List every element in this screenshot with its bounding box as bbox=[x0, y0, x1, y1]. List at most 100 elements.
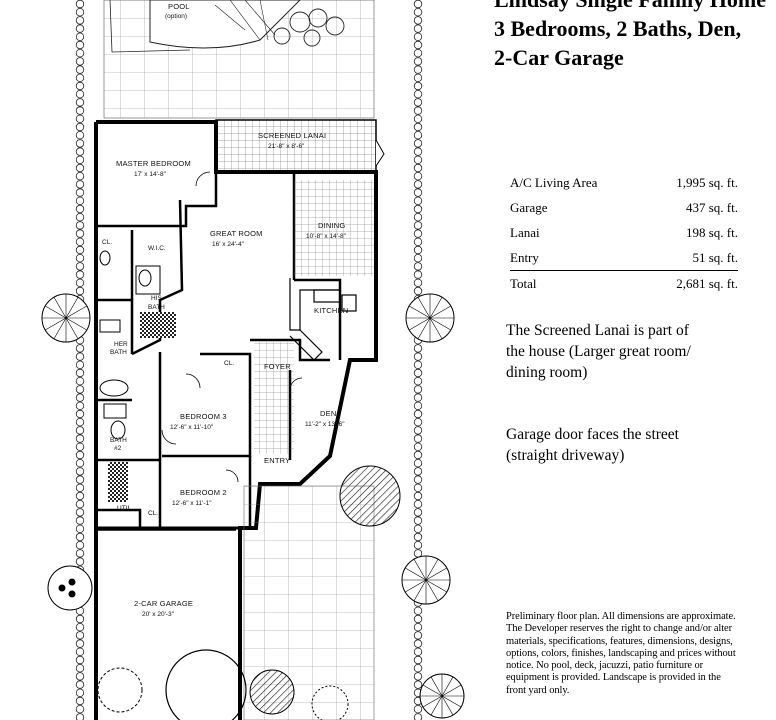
room-lanai-name: SCREENED LANAI bbox=[258, 131, 326, 140]
room-master-dims: 17' x 14'-8" bbox=[134, 171, 167, 178]
room-bed2-dims: 12'-6" x 11'-1" bbox=[172, 500, 212, 507]
hedge-shrub bbox=[413, 614, 423, 624]
garage-note: Garage door faces the street (straight d… bbox=[506, 426, 679, 464]
hedge-shrub bbox=[413, 32, 423, 41]
tree-canopy-ray bbox=[441, 695, 454, 716]
hedge-shrub bbox=[413, 647, 423, 656]
tree-canopy-ray bbox=[441, 676, 454, 697]
room-bed2-name: BEDROOM 2 bbox=[180, 488, 227, 497]
hedge-shrub bbox=[75, 254, 85, 263]
hedge-shrub bbox=[75, 368, 85, 378]
hedge-shrub bbox=[75, 418, 85, 427]
hedge-shrub bbox=[413, 163, 423, 173]
hedge-shrub bbox=[75, 623, 85, 632]
hedge-shrub bbox=[75, 65, 85, 74]
hedge-shrub bbox=[413, 508, 423, 517]
pool-label: POOL bbox=[168, 2, 190, 11]
pool-area: POOL (option) bbox=[103, 0, 375, 119]
hedge-shrub bbox=[413, 442, 423, 451]
hedge-shrub bbox=[75, 221, 85, 230]
hedge-shrub bbox=[413, 713, 423, 720]
hedge-shrub bbox=[75, 696, 85, 706]
tree-canopy-ray bbox=[422, 684, 443, 697]
area-total-value: 2,681 sq. ft. bbox=[643, 270, 738, 296]
tree-canopy-ray bbox=[422, 695, 443, 708]
hedge-shrub bbox=[75, 508, 85, 517]
room-garage-name: 2-CAR GARAGE bbox=[134, 599, 193, 608]
hedge-shrub bbox=[413, 98, 423, 107]
hedge-shrub bbox=[75, 557, 85, 566]
hedge-shrub bbox=[75, 385, 85, 394]
hedge-shrub bbox=[75, 49, 85, 58]
tree-canopy-ray bbox=[430, 695, 443, 716]
tile-shower bbox=[140, 312, 176, 338]
area-row: Entry 51 sq. ft. bbox=[510, 245, 738, 271]
hedge-shrub bbox=[75, 106, 85, 115]
hedge-shrub bbox=[413, 360, 423, 369]
hedge-shrub bbox=[75, 57, 85, 66]
floor-plan-diagram: POOL (option) bbox=[41, 0, 465, 720]
hedge-shrub bbox=[75, 163, 85, 173]
area-label: Garage bbox=[510, 199, 548, 215]
label-bath2-2: #2 bbox=[114, 445, 122, 452]
area-value: 437 sq. ft. bbox=[686, 199, 738, 215]
hedge-shrub bbox=[413, 130, 423, 140]
area-label: Lanai bbox=[510, 224, 540, 240]
hedge-shrub bbox=[75, 73, 85, 82]
hedge-shrub bbox=[75, 139, 85, 148]
hedge-shrub bbox=[413, 418, 423, 427]
tree-canopy-ray bbox=[405, 579, 427, 593]
hedge-shrub bbox=[413, 278, 423, 287]
hedge-shrub bbox=[413, 368, 423, 378]
room-master-name: MASTER BEDROOM bbox=[116, 159, 191, 168]
landscape-trees bbox=[41, 293, 465, 720]
hedge-shrub bbox=[75, 24, 85, 33]
room-den-dims: 11'-2" x 13'-6" bbox=[305, 421, 345, 428]
hedge-shrub bbox=[75, 16, 85, 25]
hedge-shrub bbox=[413, 377, 423, 386]
hedge-shrub bbox=[413, 57, 423, 66]
hedge-shrub bbox=[413, 147, 423, 156]
hedge-shrub bbox=[413, 475, 423, 484]
hedge-shrub bbox=[413, 532, 423, 542]
hedge-shrub bbox=[413, 401, 423, 410]
hedge-shrub bbox=[75, 639, 85, 648]
hedge-shrub bbox=[413, 434, 423, 443]
hedge-shrub bbox=[413, 426, 423, 435]
hedge-shrub bbox=[75, 81, 85, 91]
hedge-shrub bbox=[75, 286, 85, 296]
hedge-shrub bbox=[75, 245, 85, 255]
area-label: Entry bbox=[510, 249, 539, 265]
area-total-label: Total bbox=[510, 270, 644, 296]
tree-canopy-ray bbox=[441, 684, 462, 697]
hedge-shrub bbox=[413, 500, 423, 509]
hedge-shrub bbox=[75, 549, 85, 558]
hedge-shrub bbox=[75, 32, 85, 41]
area-value: 51 sq. ft. bbox=[692, 249, 739, 265]
label-his-bath-1: HIS bbox=[151, 295, 163, 302]
hedge-shrub bbox=[413, 171, 423, 181]
hedge-shrub bbox=[75, 401, 85, 410]
area-value: 198 sq. ft. bbox=[686, 224, 738, 240]
hedge-shrub bbox=[413, 106, 423, 115]
hedge-shrub bbox=[75, 647, 85, 656]
hedge-shrub bbox=[75, 516, 85, 525]
hedge-shrub bbox=[75, 541, 85, 550]
area-label: A/C Living Area bbox=[510, 174, 598, 190]
screened-lanai bbox=[215, 119, 377, 173]
label-cl-master: CL. bbox=[102, 239, 112, 246]
hedge-shrub bbox=[75, 442, 85, 451]
hedge-shrub bbox=[413, 245, 423, 255]
hedge-shrub bbox=[413, 664, 423, 673]
label-wic: W.I.C. bbox=[148, 245, 166, 252]
tree-canopy-ray bbox=[409, 305, 431, 319]
hedge-shrub bbox=[75, 0, 85, 9]
tree-canopy-ray bbox=[429, 297, 443, 319]
hedge-shrub bbox=[75, 40, 85, 50]
hedge-shrub bbox=[413, 212, 423, 222]
disclaimer: Preliminary floor plan. All dimensions a… bbox=[506, 611, 736, 696]
hedge-shrub bbox=[413, 524, 423, 533]
hedge-shrub bbox=[413, 122, 423, 132]
door-swings bbox=[161, 171, 303, 483]
hedge-shrub bbox=[413, 623, 423, 632]
